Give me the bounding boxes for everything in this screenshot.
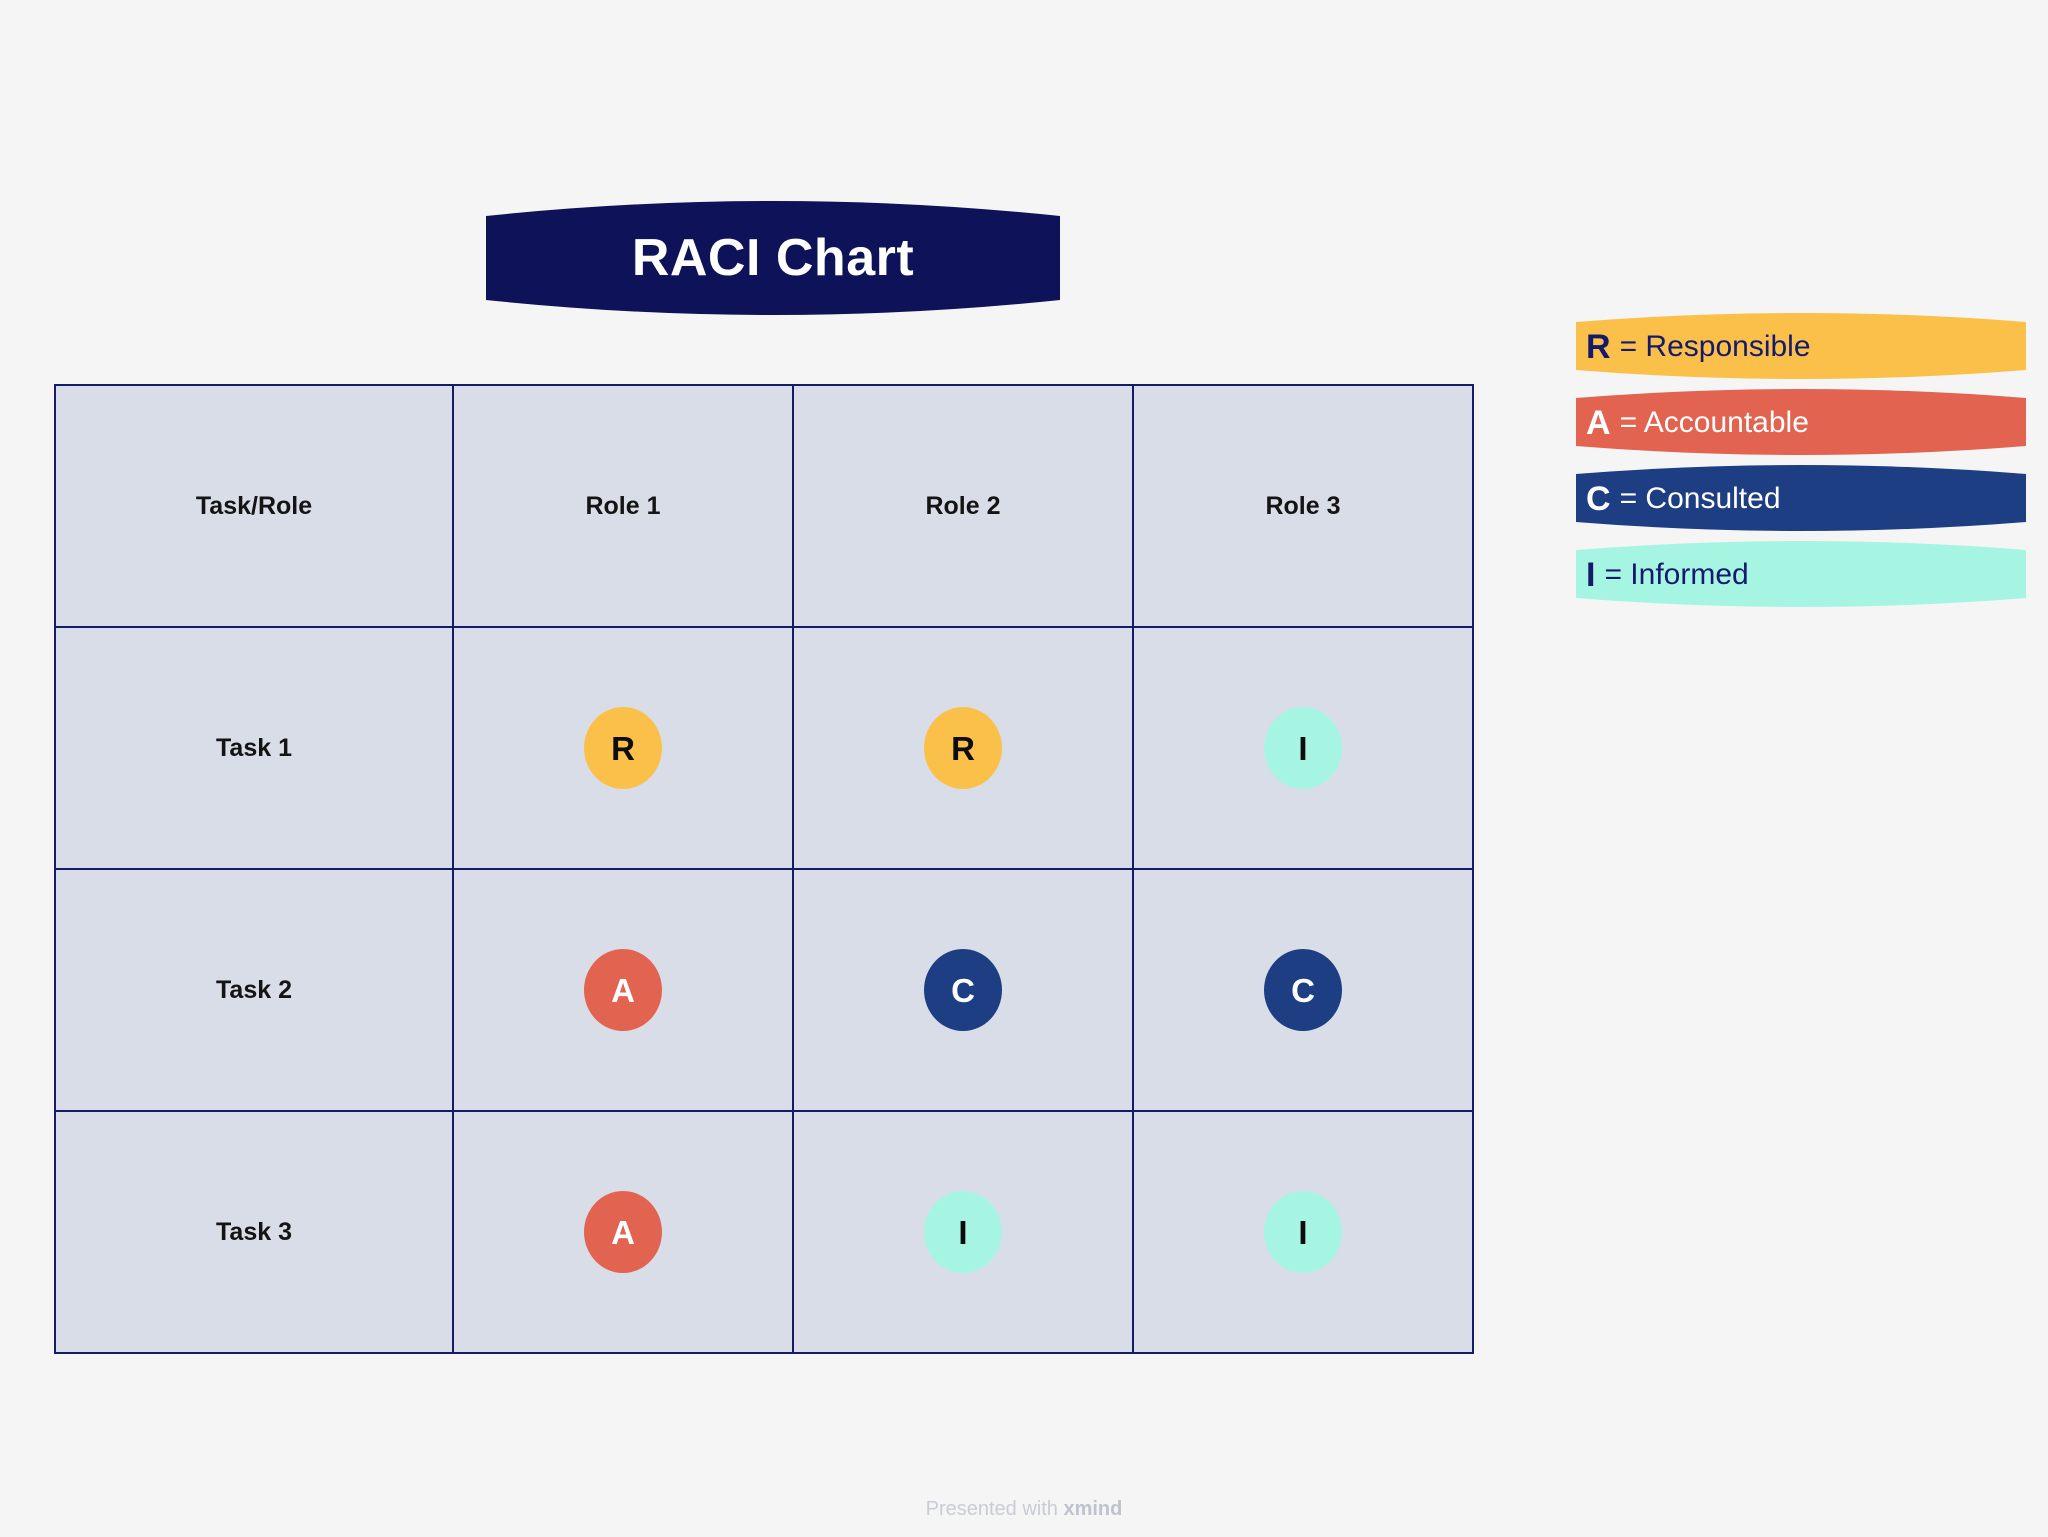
task-label: Task 1: [216, 733, 292, 762]
assignment-wrapper: A: [454, 870, 792, 1110]
table-header-cell-role-3: Role 3: [1132, 384, 1474, 628]
column-header-label: Task/Role: [195, 491, 313, 520]
legend-key-letter: I: [1586, 555, 1596, 594]
assignment-wrapper: I: [794, 1112, 1132, 1352]
footer-prefix: Presented with: [925, 1498, 1064, 1520]
legend-text-wrapper: A = Accountable: [1586, 384, 1809, 462]
role-badge-accountable: A: [584, 949, 662, 1031]
assignment-wrapper: C: [1134, 870, 1472, 1110]
table-header-cell-role-1: Role 1: [452, 384, 794, 628]
assignment-cell: I: [1132, 626, 1474, 870]
column-header-label: Role 1: [585, 491, 661, 520]
assignment-cell: I: [792, 1110, 1134, 1354]
role-badge-responsible: R: [584, 707, 662, 789]
legend-description: = Consulted: [1619, 482, 1781, 515]
role-badge-consulted: C: [1264, 949, 1342, 1031]
raci-table: Task/Role Role 1 Role 2 Role 3 Task 1 R: [54, 384, 1474, 1354]
task-name-cell: Task 3: [54, 1110, 454, 1354]
task-label: Task 3: [216, 1217, 292, 1246]
table-row: Task 1 R R I: [54, 626, 1474, 870]
legend-text-wrapper: R = Responsible: [1586, 308, 1811, 386]
column-header-label: Role 3: [1265, 491, 1341, 520]
role-badge-responsible: R: [924, 707, 1002, 789]
legend-description: = Accountable: [1619, 406, 1809, 439]
assignment-cell: R: [452, 626, 794, 870]
legend-item-responsible: R = Responsible: [1572, 308, 2030, 386]
legend-banner-shape: [1576, 313, 2026, 379]
legend-item-consulted: C = Consulted: [1572, 460, 2030, 538]
legend-key-letter: A: [1586, 403, 1611, 442]
legend-description: = Informed: [1604, 558, 1749, 591]
column-header-label: Role 2: [925, 491, 1001, 520]
assignment-cell: A: [452, 868, 794, 1112]
assignment-wrapper: I: [1134, 628, 1472, 868]
role-badge-informed: I: [1264, 707, 1342, 789]
assignment-wrapper: C: [794, 870, 1132, 1110]
legend-key-letter: C: [1586, 479, 1611, 518]
legend-banner-shape: [1576, 541, 2026, 607]
role-badge-informed: I: [1264, 1191, 1342, 1273]
legend-banner-shape: [1576, 389, 2026, 455]
page-title: RACI Chart: [631, 229, 915, 287]
legend-key-letter: R: [1586, 327, 1611, 366]
legend-description: = Responsible: [1619, 330, 1811, 363]
assignment-cell: R: [792, 626, 1134, 870]
assignment-wrapper: A: [454, 1112, 792, 1352]
role-badge-accountable: A: [584, 1191, 662, 1273]
footer-brand: xmind: [1063, 1498, 1123, 1520]
table-row: Task 2 A C C: [54, 868, 1474, 1112]
legend-banner-shape: [1576, 465, 2026, 531]
assignment-cell: C: [1132, 868, 1474, 1112]
legend-item-informed: I = Informed: [1572, 536, 2030, 614]
legend-text-wrapper: I = Informed: [1586, 536, 1749, 614]
table-header-row: Task/Role Role 1 Role 2 Role 3: [54, 384, 1474, 628]
title-banner-path: [486, 201, 1060, 315]
table-header-cell-role-2: Role 2: [792, 384, 1134, 628]
footer-watermark: Presented with xmind: [0, 1498, 2048, 1521]
legend-item-accountable: A = Accountable: [1572, 384, 2030, 462]
role-badge-consulted: C: [924, 949, 1002, 1031]
legend: R = Responsible A = Accountable C = Cons…: [1572, 308, 2030, 612]
assignment-cell: I: [1132, 1110, 1474, 1354]
title-banner: RACI Chart: [478, 188, 1068, 328]
title-banner-shape: [486, 201, 1060, 315]
assignment-cell: C: [792, 868, 1134, 1112]
table-header-cell-task-role: Task/Role: [54, 384, 454, 628]
role-badge-informed: I: [924, 1191, 1002, 1273]
assignment-wrapper: I: [1134, 1112, 1472, 1352]
assignment-cell: A: [452, 1110, 794, 1354]
legend-text-wrapper: C = Consulted: [1586, 460, 1781, 538]
assignment-wrapper: R: [794, 628, 1132, 868]
table-row: Task 3 A I I: [54, 1110, 1474, 1354]
task-name-cell: Task 2: [54, 868, 454, 1112]
assignment-wrapper: R: [454, 628, 792, 868]
task-label: Task 2: [216, 975, 292, 1004]
task-name-cell: Task 1: [54, 626, 454, 870]
